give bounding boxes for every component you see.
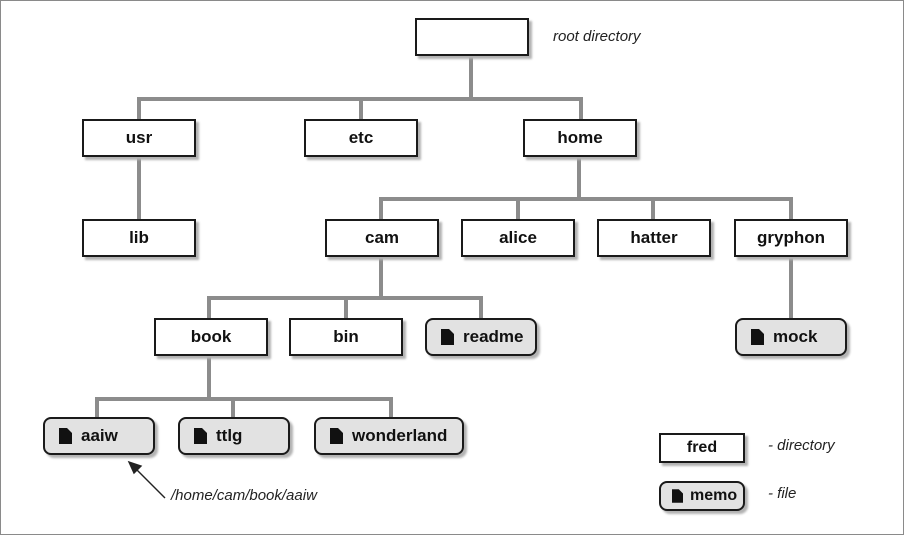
root-directory-label: root directory: [553, 28, 641, 45]
connector-root: [137, 53, 583, 121]
dir-home[interactable]: home: [523, 119, 637, 157]
legend-file-desc: - file: [768, 485, 797, 502]
legend-file-example-label: memo: [690, 487, 738, 504]
document-icon: [672, 489, 683, 503]
dir-alice[interactable]: alice: [461, 219, 575, 257]
document-icon: [194, 428, 207, 444]
file-mock[interactable]: mock: [735, 318, 847, 356]
file-aaiw-label: aaiw: [81, 426, 118, 445]
root-directory[interactable]: [415, 18, 529, 56]
document-icon: [441, 329, 454, 345]
file-mock-label: mock: [773, 327, 818, 346]
file-aaiw[interactable]: aaiw: [43, 417, 155, 455]
file-ttlg-label: ttlg: [216, 426, 243, 445]
dir-book[interactable]: book: [154, 318, 268, 356]
document-icon: [751, 329, 764, 345]
legend-directory-desc: - directory: [768, 437, 835, 454]
file-readme[interactable]: readme: [425, 318, 537, 356]
dir-lib[interactable]: lib: [82, 219, 196, 257]
connector-home: [379, 154, 793, 221]
connector-book: [95, 353, 393, 421]
dir-hatter[interactable]: hatter: [597, 219, 711, 257]
file-ttlg[interactable]: ttlg: [178, 417, 290, 455]
legend-file-example: memo: [659, 481, 745, 511]
dir-cam[interactable]: cam: [325, 219, 439, 257]
path-arrowhead: [127, 460, 143, 475]
dir-bin[interactable]: bin: [289, 318, 403, 356]
file-wonderland-label: wonderland: [352, 426, 448, 445]
connector-cam: [207, 254, 483, 321]
dir-etc[interactable]: etc: [304, 119, 418, 157]
path-annotation: /home/cam/book/aaiw: [171, 487, 317, 504]
dir-gryphon[interactable]: gryphon: [734, 219, 848, 257]
path-arrow: [133, 466, 166, 499]
dir-usr[interactable]: usr: [82, 119, 196, 157]
document-icon: [59, 428, 72, 444]
legend-directory-example: fred: [659, 433, 745, 463]
file-wonderland[interactable]: wonderland: [314, 417, 464, 455]
document-icon: [330, 428, 343, 444]
file-readme-label: readme: [463, 327, 524, 346]
